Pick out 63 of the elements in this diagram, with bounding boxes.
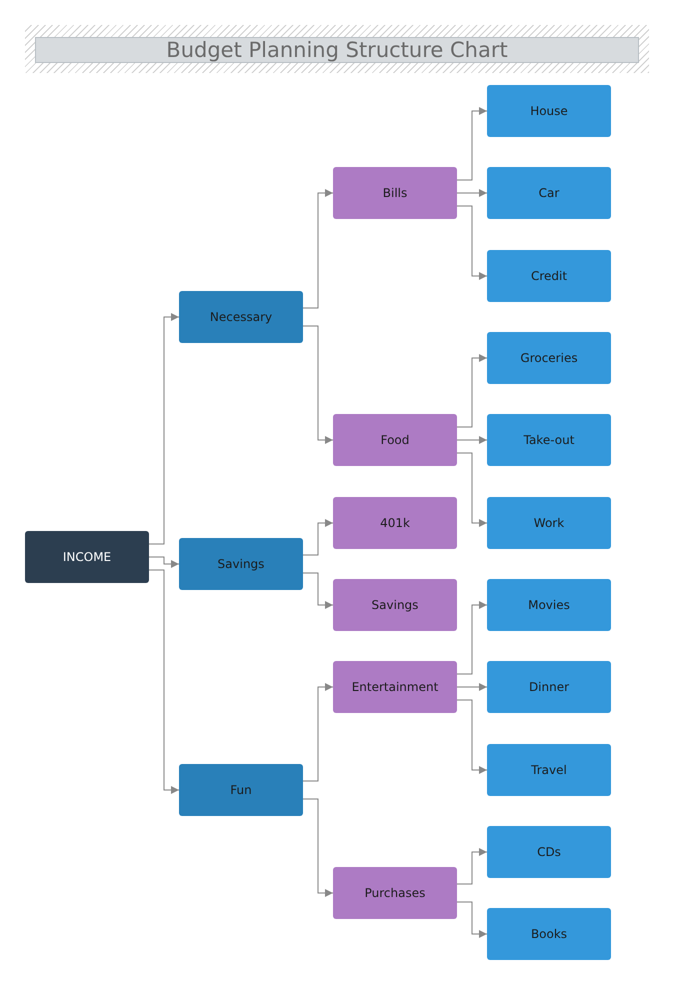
chart-title: Budget Planning Structure Chart: [35, 37, 639, 63]
box-label: Take-out: [524, 433, 574, 447]
category-box: [333, 497, 457, 549]
category-box: [333, 167, 457, 219]
box-label: Dinner: [528, 680, 570, 694]
box-label: 401k: [380, 516, 410, 530]
box-label: INCOME: [62, 550, 112, 564]
category-box: [333, 661, 457, 713]
connector-arrow: [302, 798, 334, 897]
box-label: Movies: [528, 598, 570, 612]
connector-arrow: [148, 556, 180, 568]
category-box: [487, 250, 611, 302]
connector-arrow: [456, 601, 488, 674]
connector-arrow: [302, 519, 334, 556]
box-label: Necessary: [210, 310, 272, 324]
box-label: Food: [380, 433, 410, 447]
category-box: [179, 538, 303, 590]
connector-arrow: [456, 107, 488, 180]
connector-arrow: [456, 354, 488, 428]
category-box: [487, 167, 611, 219]
connector-arrow: [456, 700, 488, 774]
box-label: Groceries: [520, 351, 578, 365]
box-label: Credit: [530, 269, 568, 283]
category-box: [487, 332, 611, 384]
category-box: [487, 744, 611, 796]
category-box: [487, 497, 611, 549]
box-label: Savings: [372, 598, 418, 612]
connector-arrow: [456, 452, 488, 527]
box-label: Bills: [382, 186, 408, 200]
connector-arrow: [456, 436, 488, 444]
box-label: Travel: [531, 763, 567, 777]
category-box: [25, 531, 149, 583]
category-box: [487, 661, 611, 713]
box-label: Car: [538, 186, 560, 200]
category-box: [179, 764, 303, 816]
box-label: Fun: [230, 783, 252, 797]
connector-arrow: [302, 572, 334, 609]
connector-arrow: [456, 189, 488, 197]
box-label: CDs: [537, 845, 561, 859]
category-box: [487, 85, 611, 137]
category-box: [487, 908, 611, 960]
category-box: [487, 826, 611, 878]
box-label: Savings: [218, 557, 264, 571]
connector-arrow: [456, 206, 488, 280]
category-box: [333, 579, 457, 631]
connector-arrow: [456, 683, 488, 691]
connector-arrow: [456, 902, 488, 938]
box-label: House: [530, 104, 568, 118]
category-box: [487, 579, 611, 631]
box-label: Books: [530, 927, 568, 941]
category-box: [487, 414, 611, 466]
connector-arrow: [302, 326, 334, 444]
box-label: Purchases: [364, 886, 426, 900]
connector-arrow: [456, 848, 488, 884]
connector-arrow: [302, 189, 334, 308]
connector-arrow: [148, 313, 180, 544]
category-box: [333, 414, 457, 466]
box-label: Entertainment: [352, 680, 438, 694]
category-box: [333, 867, 457, 919]
category-box: [179, 291, 303, 343]
connector-arrow: [302, 683, 334, 782]
box-label: Work: [534, 516, 564, 530]
connector-arrow: [148, 570, 180, 794]
